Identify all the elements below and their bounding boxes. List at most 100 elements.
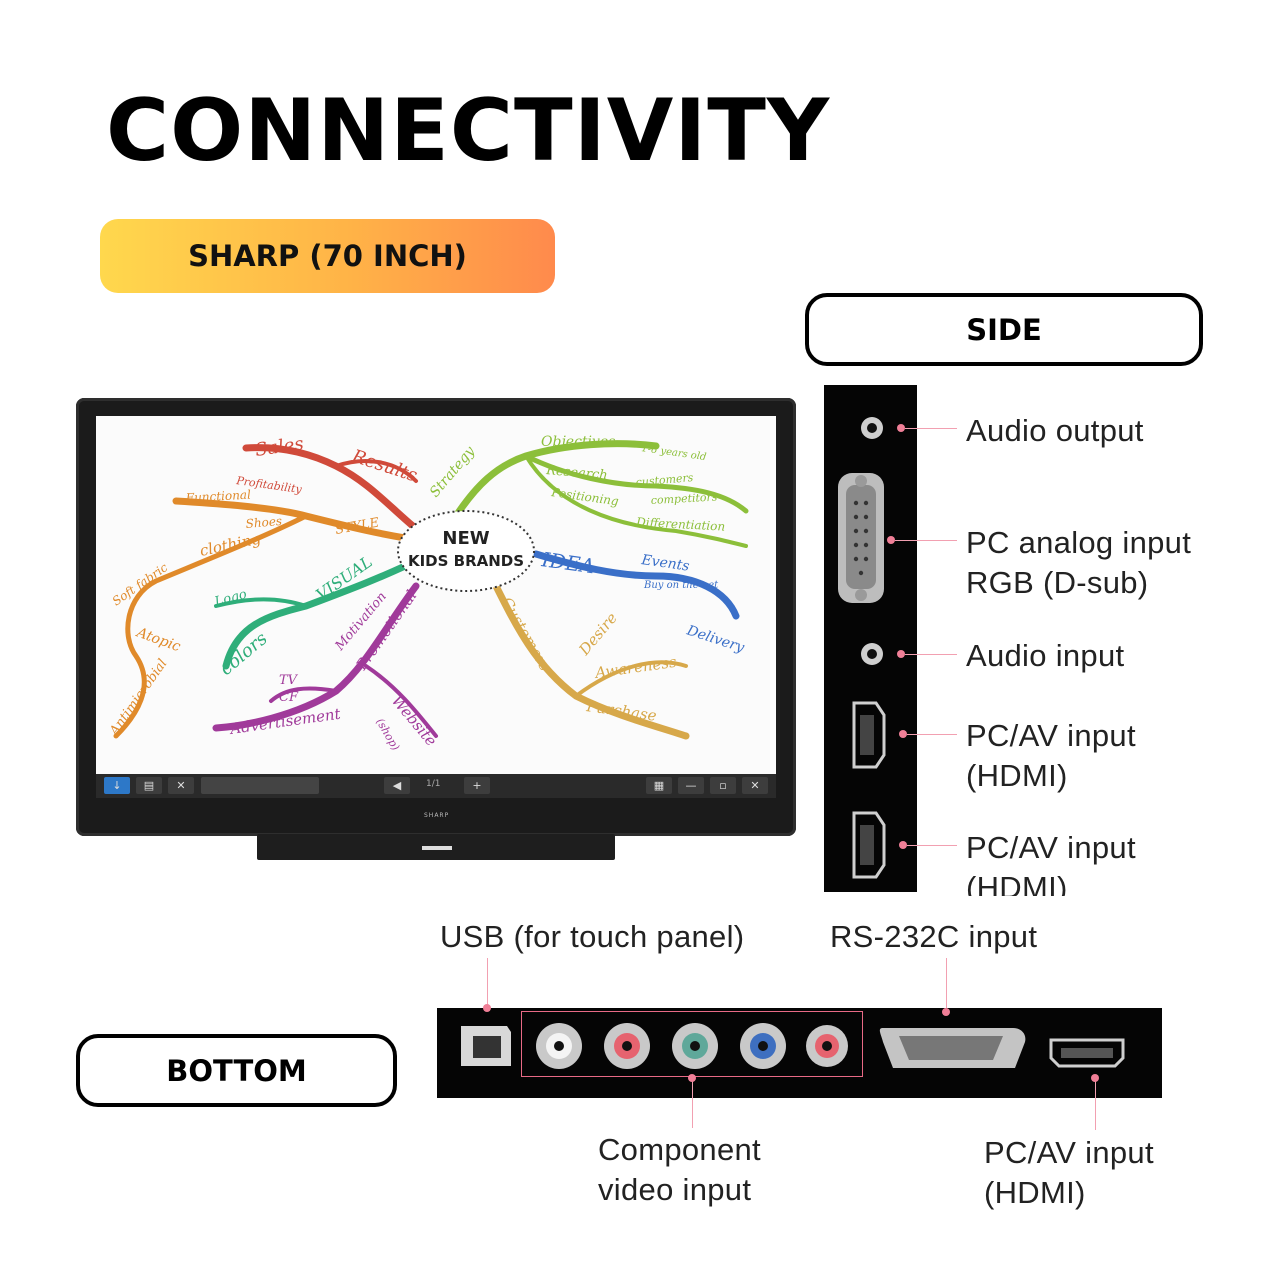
mindmap-word: Functional xyxy=(184,488,251,505)
hdmi-port-bottom xyxy=(1049,1038,1125,1068)
branch-results xyxy=(334,459,418,483)
pen-tool-button[interactable]: ↓ xyxy=(104,777,130,794)
leader-dot xyxy=(688,1074,696,1082)
taskbar-search[interactable] xyxy=(201,777,319,794)
leader-dot xyxy=(897,650,905,658)
label-audio-output: Audio output xyxy=(966,413,1144,448)
mindmap-word: Sales xyxy=(254,433,305,461)
branch-website xyxy=(364,664,438,738)
label-hdmi-2: (HDMI) xyxy=(966,870,1068,896)
label-pc-analog-input: PC analog input xyxy=(966,525,1192,560)
close-button[interactable]: ✕ xyxy=(742,777,768,794)
leader-dot xyxy=(887,536,895,544)
mindmap-word: Purchase xyxy=(584,697,657,725)
leader-line xyxy=(905,428,957,429)
mindmap-word: Customers xyxy=(498,594,555,674)
mindmap-word: Shoes xyxy=(245,514,283,531)
bottom-connector-panel xyxy=(437,1008,1162,1098)
leader-dot xyxy=(897,424,905,432)
label-pc-av-input-1: PC/AV input xyxy=(966,718,1136,753)
label-bottom-hdmi: (HDMI) xyxy=(984,1175,1086,1210)
leader-dot xyxy=(1091,1074,1099,1082)
leader-line xyxy=(907,734,957,735)
display-mode-button[interactable]: ▦ xyxy=(646,777,672,794)
branch-awareness xyxy=(574,660,688,698)
label-component-1: Component xyxy=(598,1132,761,1167)
mindmap-word: Differentiation xyxy=(635,515,726,534)
leader-dot xyxy=(942,1008,950,1016)
mindmap-word: IDEA xyxy=(539,547,596,578)
mindmap-word: Antimicrobial xyxy=(106,657,170,740)
mindmap-word: Research xyxy=(545,463,609,483)
mindmap-word: Events xyxy=(639,552,690,575)
mindmap-word: Awareness xyxy=(592,653,678,683)
prev-page-button[interactable]: ◀ xyxy=(384,777,410,794)
page-title: CONNECTIVITY xyxy=(106,81,831,181)
model-badge: SHARP (70 INCH) xyxy=(100,219,555,293)
hdmi-port-2 xyxy=(852,811,886,879)
bottom-view-label: BOTTOM xyxy=(76,1034,397,1107)
mindmap-word: Atopic xyxy=(133,624,183,655)
label-audio-input: Audio input xyxy=(966,638,1125,673)
screen-taskbar: ↓ ▤ ✕ ◀ 1/1 + ▦ — ▫ ✕ xyxy=(96,774,776,798)
label-pc-av-input-2: PC/AV input xyxy=(966,830,1136,865)
mindmap-word: Logo xyxy=(212,587,249,610)
mindmap-word: Delivery xyxy=(684,622,747,656)
leader-line xyxy=(905,654,957,655)
stand-detail xyxy=(422,846,452,850)
label-component-2: video input xyxy=(598,1172,752,1207)
label-bottom-pc-av-input: PC/AV input xyxy=(984,1135,1154,1170)
leader-line xyxy=(895,540,957,541)
mindmap-word: Soft fabric xyxy=(110,560,171,608)
label-usb: USB (for touch panel) xyxy=(440,919,745,954)
mindmap-word: TV xyxy=(279,673,299,688)
label-rgb-dsub: RGB (D-sub) xyxy=(966,565,1149,600)
hdmi-port-1 xyxy=(852,701,886,769)
side-view-label: SIDE xyxy=(805,293,1203,366)
mindmap-word: clothing xyxy=(198,529,262,559)
mindmap-center-line1: NEW xyxy=(442,528,489,549)
add-page-button[interactable]: + xyxy=(464,777,490,794)
page-indicator: 1/1 xyxy=(426,779,441,789)
branch-clothing xyxy=(113,513,309,739)
leader-dot xyxy=(899,841,907,849)
tools-button[interactable]: ✕ xyxy=(168,777,194,794)
side-connector-panel xyxy=(824,385,917,892)
component-jacks xyxy=(536,1023,848,1069)
leader-usb xyxy=(487,958,488,1006)
leader-hdmi xyxy=(1095,1078,1096,1130)
mindmap-word: VISUAL xyxy=(312,552,375,604)
mindmap-word: competitors xyxy=(650,491,718,507)
label-hdmi-2-clip: (HDMI) xyxy=(966,868,1068,896)
mindmap-center-line2: KIDS BRANDS xyxy=(408,552,524,570)
leader-dot xyxy=(899,730,907,738)
pages-button[interactable]: ▤ xyxy=(136,777,162,794)
leader-dot xyxy=(483,1004,491,1012)
mindmap-word: Buy on the net xyxy=(643,580,719,591)
mindmap-center-bubble xyxy=(397,510,535,592)
branch-strategy xyxy=(452,440,660,520)
branch-tv xyxy=(269,686,338,703)
mindmap-word: customers xyxy=(635,471,694,489)
leader-line xyxy=(907,845,957,846)
branch-research xyxy=(523,453,749,514)
label-rs232c: RS-232C input xyxy=(830,919,1038,954)
mindmap-word: Desire xyxy=(575,609,621,659)
leader-component xyxy=(692,1078,693,1128)
leader-rs232 xyxy=(946,958,947,1008)
brand-logo: SHARP xyxy=(424,812,450,819)
mindmap-word: CF xyxy=(279,690,299,705)
component-highlight-box xyxy=(521,1011,863,1077)
branch-logo xyxy=(214,597,308,608)
label-hdmi-1: (HDMI) xyxy=(966,758,1068,793)
mindmap-word: Positioning xyxy=(550,485,620,508)
mindmap-word: Advertisement xyxy=(227,705,343,739)
minimize-button[interactable]: — xyxy=(678,777,704,794)
branch-positioning xyxy=(524,454,748,548)
branch-idea xyxy=(532,550,740,620)
mindmap-word: (shop) xyxy=(373,716,402,753)
restore-button[interactable]: ▫ xyxy=(710,777,736,794)
mindmap-word: Objectives xyxy=(541,434,615,450)
